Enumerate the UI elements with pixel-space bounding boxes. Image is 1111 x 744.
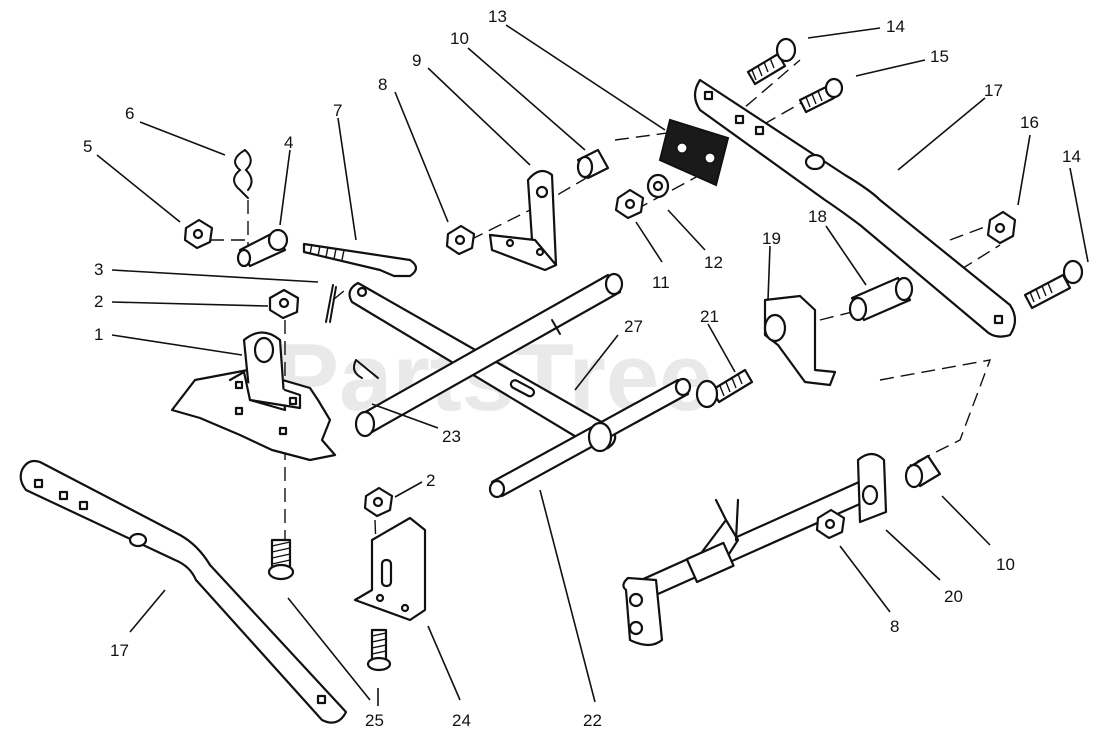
callout-3: 3 [94, 260, 103, 279]
part-21-carriage-bolt[interactable] [695, 368, 754, 409]
part-4-pin[interactable] [236, 228, 289, 268]
part-14-bolt-top[interactable] [746, 37, 797, 86]
part-8-nut-lower[interactable] [815, 508, 846, 540]
callout-10: 10 [996, 555, 1015, 574]
part-3-cotter-pin[interactable] [325, 284, 337, 323]
callout-22: 22 [583, 711, 602, 730]
part-17-lower-bar[interactable] [19, 459, 348, 724]
callout-8: 8 [378, 75, 387, 94]
part-18-spacer[interactable] [848, 276, 914, 322]
callout-9: 9 [412, 51, 421, 70]
callout-23: 23 [442, 427, 461, 446]
callout-15: 15 [930, 47, 949, 66]
callout-18: 18 [808, 207, 827, 226]
part-15-bolt[interactable] [798, 77, 844, 114]
callout-5: 5 [83, 137, 92, 156]
part-cotter-pin-lower[interactable] [353, 359, 379, 379]
part-7-spring-rod[interactable] [302, 242, 418, 278]
part-6-hair-pin[interactable] [233, 149, 253, 199]
part-10-spacer-lower[interactable] [904, 454, 942, 489]
part-25-bolt[interactable] [267, 538, 295, 581]
callout-7: 7 [333, 101, 342, 120]
callout-2: 2 [426, 471, 435, 490]
callout-2: 2 [94, 292, 103, 311]
callout-12: 12 [704, 253, 723, 272]
callout-16: 16 [1020, 113, 1039, 132]
callout-17: 17 [984, 81, 1003, 100]
callout-8: 8 [890, 617, 899, 636]
part-bolt-lower[interactable] [366, 628, 392, 672]
part-24-bracket[interactable] [353, 516, 427, 622]
callout-10: 10 [450, 29, 469, 48]
part-11-nut[interactable] [614, 188, 645, 220]
part-14-bolt-right[interactable] [1023, 259, 1084, 310]
callout-4: 4 [284, 133, 293, 152]
part-8-nut-top[interactable] [445, 224, 476, 256]
part-10-spacer-top[interactable] [576, 148, 610, 180]
part-12-washer[interactable] [646, 173, 670, 199]
callout-20: 20 [944, 587, 963, 606]
callout-21: 21 [700, 307, 719, 326]
part-2-nut-top[interactable] [268, 288, 300, 320]
part-23-shaft[interactable] [354, 272, 624, 438]
callout-6: 6 [125, 104, 134, 123]
callout-labels: 13 14 10 15 9 17 8 7 6 16 14 5 4 19 18 3… [83, 7, 1081, 730]
callout-11: 11 [652, 273, 670, 292]
part-1-base-bracket[interactable] [170, 331, 337, 462]
callout-24: 24 [452, 711, 471, 730]
leader-lines [96, 24, 1089, 706]
callout-27: 27 [624, 317, 643, 336]
part-2-nut-lower[interactable] [363, 486, 394, 518]
callout-1: 1 [94, 325, 103, 344]
callout-17: 17 [110, 641, 129, 660]
callout-25: 25 [365, 711, 384, 730]
part-16-nut[interactable] [986, 210, 1017, 245]
part-20-arm-assembly[interactable] [622, 452, 888, 647]
callout-13: 13 [488, 7, 507, 26]
part-5-nut[interactable] [183, 218, 214, 250]
part-13-pad[interactable] [658, 118, 730, 187]
part-19-bracket[interactable] [763, 294, 837, 387]
callout-19: 19 [762, 229, 781, 248]
part-9-bracket[interactable] [488, 169, 558, 272]
callout-14: 14 [886, 17, 905, 36]
part-22-rod[interactable] [488, 377, 692, 499]
part-17-upper-bar[interactable] [693, 78, 1017, 338]
callout-14: 14 [1062, 147, 1081, 166]
